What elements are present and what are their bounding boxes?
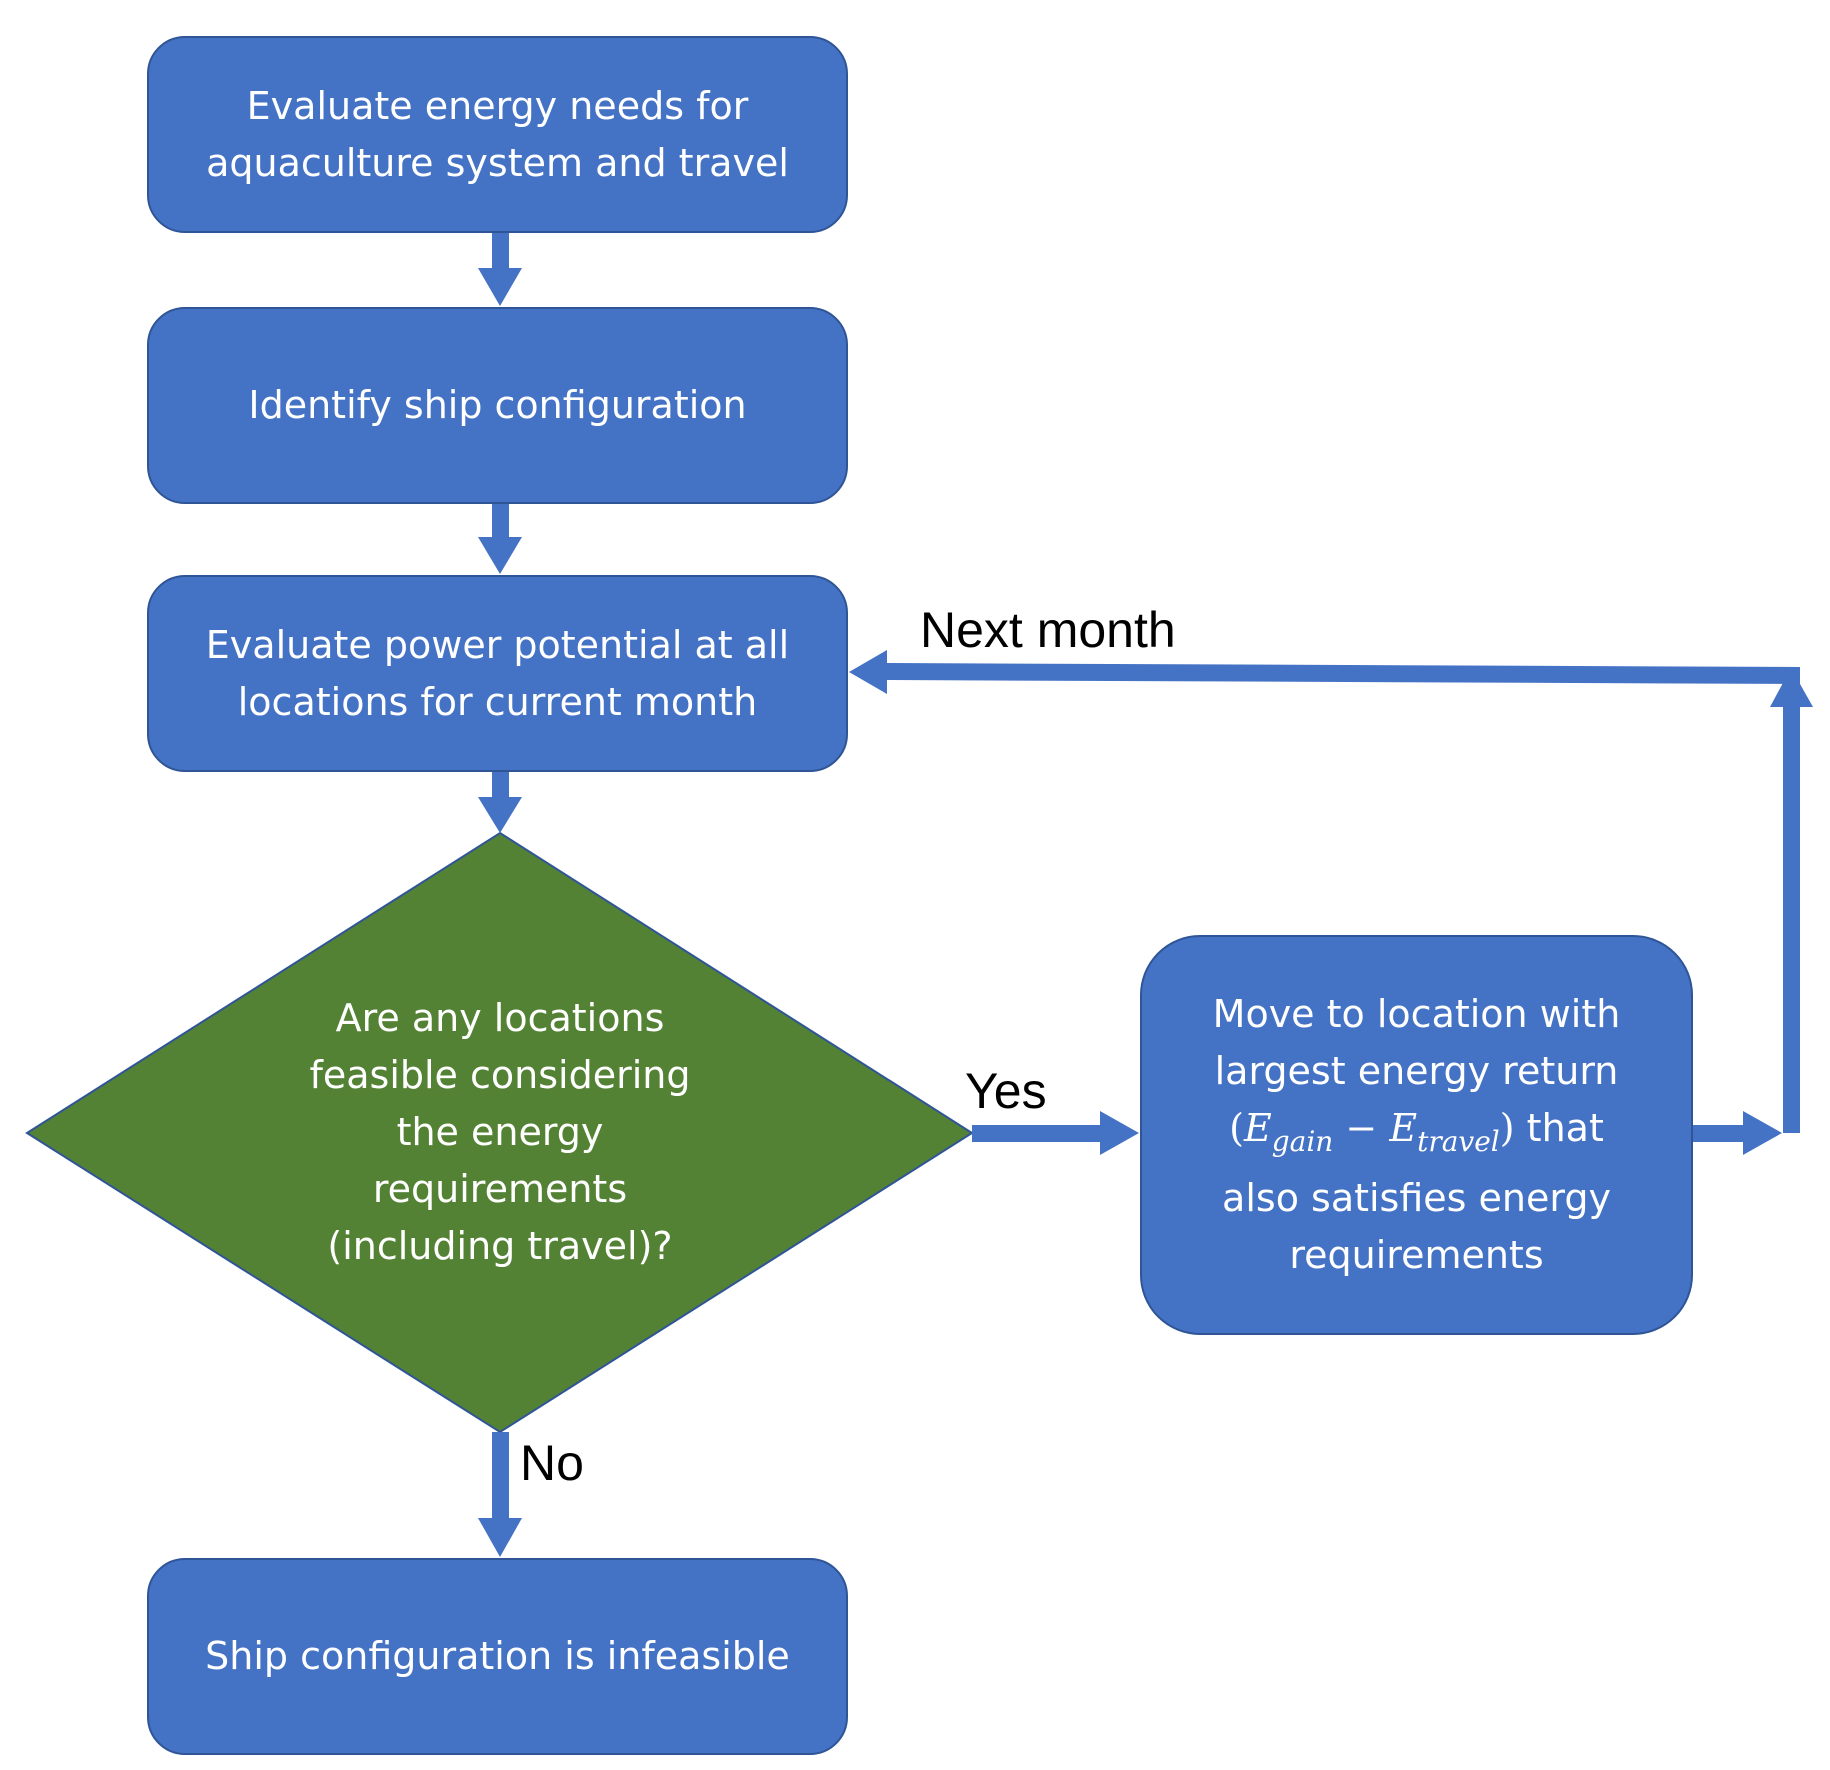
node-evaluate-energy-needs: Evaluate energy needs for aquaculture sy… [147, 36, 848, 233]
arrow-config-to-power [478, 504, 522, 574]
label-next-month: Next month [920, 602, 1176, 658]
decision-text: Are any locations feasible considering t… [240, 990, 760, 1275]
decision-line-2: feasible considering [309, 1053, 691, 1097]
e-travel-subscript: travel [1417, 1125, 1500, 1158]
node-move-line-4: also satisfies energy [1222, 1176, 1611, 1220]
node-move-line-3: (Egain − Etravel) that [1213, 1100, 1621, 1170]
node-evaluate-energy-needs-line-2: aquaculture system and travel [206, 140, 789, 185]
arrow-decision-no [478, 1432, 522, 1557]
arrow-energy-to-config [478, 233, 522, 306]
e-travel-symbol: E [1389, 1106, 1418, 1150]
arrow-move-to-loop [1693, 1111, 1782, 1155]
e-gain-symbol: E [1243, 1106, 1272, 1150]
formula-minus: − [1333, 1106, 1390, 1150]
node-evaluate-power-potential: Evaluate power potential at all location… [147, 575, 848, 772]
node-move-line-3-suffix: that [1514, 1106, 1604, 1150]
node-move-to-location: Move to location with largest energy ret… [1140, 935, 1693, 1335]
node-identify-configuration-line-1: Identify ship configuration [248, 383, 747, 427]
arrow-next-month [849, 650, 1800, 694]
decision-line-4: requirements [372, 1167, 628, 1211]
node-evaluate-energy-needs-line-1: Evaluate energy needs for [246, 83, 749, 128]
formula-open-paren: ( [1229, 1106, 1244, 1150]
node-move-line-1: Move to location with [1212, 992, 1621, 1036]
arrow-decision-yes [972, 1111, 1139, 1155]
arrow-loop-up [1770, 668, 1813, 1133]
node-move-line-2: largest energy return [1214, 1049, 1619, 1093]
node-evaluate-power-potential-line-2: locations for current month [237, 679, 758, 724]
label-yes: Yes [965, 1063, 1047, 1119]
node-evaluate-power-potential-line-1: Evaluate power potential at all [205, 622, 790, 667]
e-gain-subscript: gain [1271, 1125, 1334, 1158]
formula-close-paren: ) [1499, 1106, 1515, 1150]
arrow-power-to-decision [478, 772, 522, 833]
node-infeasible: Ship configuration is infeasible [147, 1558, 848, 1755]
decision-line-1: Are any locations [335, 996, 665, 1040]
node-move-line-5: requirements [1289, 1233, 1544, 1277]
decision-line-3: the energy [396, 1110, 604, 1154]
node-infeasible-line-1: Ship configuration is infeasible [205, 1634, 790, 1678]
node-identify-configuration: Identify ship configuration [147, 307, 848, 504]
label-no: No [520, 1435, 584, 1491]
decision-line-5: (including travel)? [327, 1224, 673, 1268]
energy-return-formula: (Egain − Etravel) [1229, 1106, 1515, 1158]
